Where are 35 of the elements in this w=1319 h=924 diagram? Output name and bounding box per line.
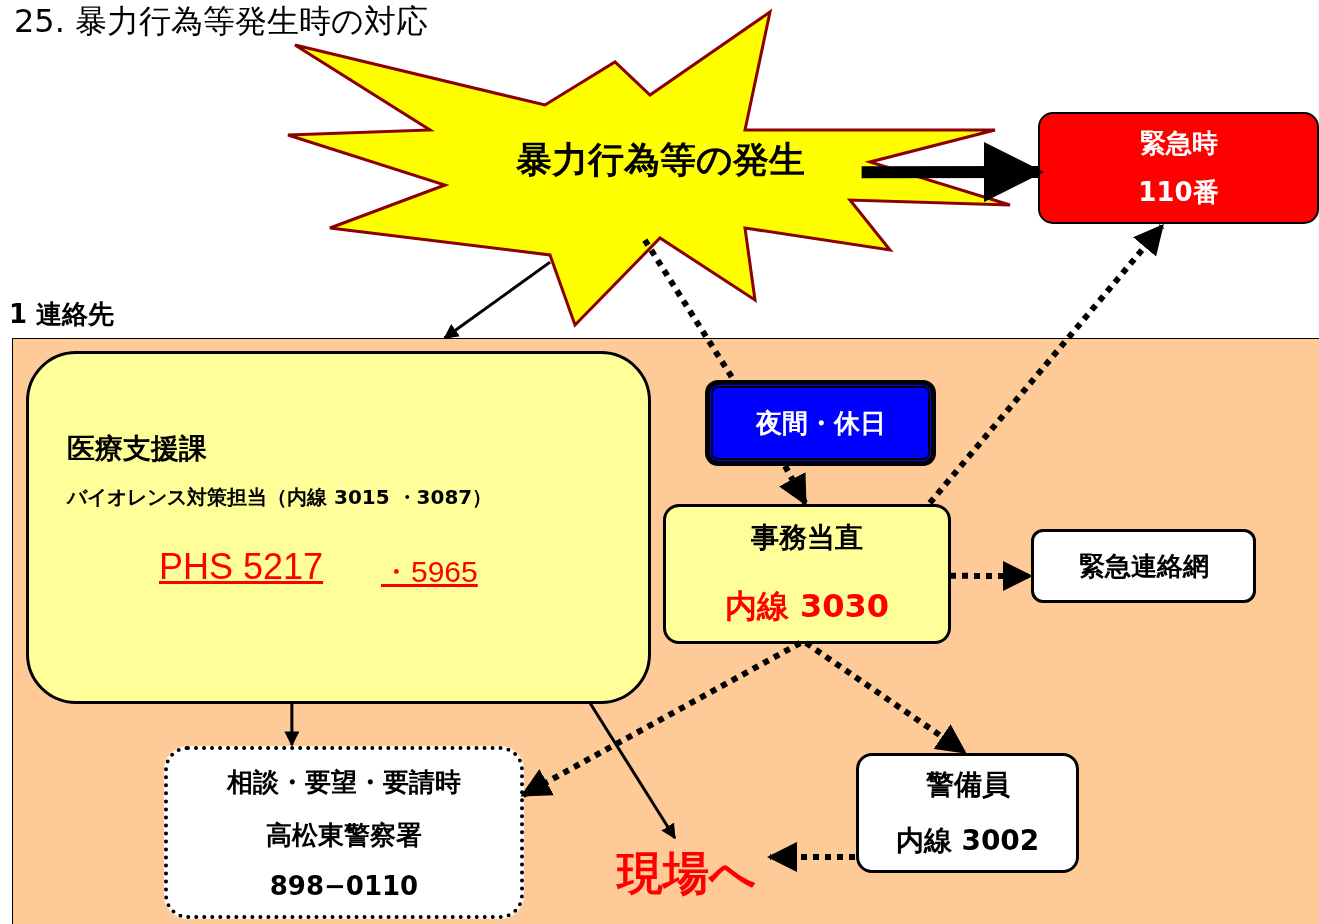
extension-number: 内線 3002 (895, 823, 1040, 859)
contact-note: バイオレンス対策担当（内線 3015 ・3087） (67, 484, 493, 511)
police-station-name: 高松東警察署 (266, 818, 422, 852)
emergency-network-box (1031, 529, 1256, 603)
night-holiday-box (708, 383, 933, 463)
arrow (767, 841, 855, 872)
guard-box (856, 753, 1079, 873)
phone-number: 110番 (1138, 176, 1219, 209)
arrow (520, 640, 802, 798)
arrow (950, 561, 1033, 591)
section-heading: 1 連絡先 (9, 298, 115, 331)
emergency-box (1038, 112, 1319, 224)
to-scene-label: 現場へ (616, 845, 756, 902)
network-label: 緊急連絡網 (1078, 549, 1209, 583)
guard-label: 警備員 (925, 767, 1010, 803)
arrow (284, 703, 300, 747)
night-holiday-label: 夜間・休日 (755, 406, 886, 440)
phone-number: 898−0110 (269, 870, 419, 901)
arrow (779, 464, 808, 506)
extension-number: 内線 3030 (724, 586, 890, 627)
department-box (26, 351, 651, 704)
arrow (804, 640, 967, 755)
emergency-label: 緊急時 (1139, 127, 1218, 160)
consultation-label: 相談・要望・要請時 (227, 765, 461, 799)
department-name: 医療支援課 (67, 431, 207, 467)
title: 25. 暴力行為等発生時の対応 (14, 1, 429, 42)
event-text: 暴力行為等の発生 (515, 138, 805, 182)
duty-office-box (663, 504, 951, 644)
arrow (588, 702, 677, 840)
phs-number: PHS 5217 (159, 546, 324, 588)
police-box (164, 746, 524, 919)
arrow (927, 223, 1165, 505)
arrow (443, 260, 551, 340)
office-name: 事務当直 (751, 520, 863, 556)
phs-number: ・5965 (381, 554, 478, 590)
